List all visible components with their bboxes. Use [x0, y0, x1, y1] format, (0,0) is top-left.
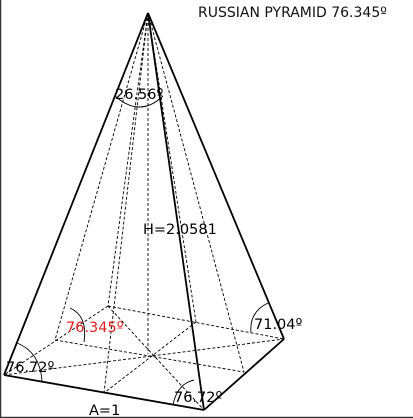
- edge-apex-right: [147, 12, 285, 340]
- apex-angle-label: 26.56º: [115, 87, 164, 103]
- base-midline-1: [54, 339, 245, 373]
- base-inner-angle-label: 76.345º: [66, 320, 124, 336]
- base-diagonal-2: [107, 305, 205, 411]
- left-angle-arc: [16, 342, 43, 382]
- left-angle-label: 76.72º: [6, 360, 55, 376]
- right-angle-arc: [250, 302, 269, 334]
- edge-left-front: [3, 374, 205, 411]
- edge-apex-back-left: [107, 12, 149, 307]
- base-edge-label: A=1: [89, 403, 120, 418]
- midline-apex-front: [103, 12, 149, 394]
- base-midline-2: [103, 321, 197, 394]
- apex-angle-arc: [114, 95, 164, 108]
- edge-apex-front: [147, 12, 205, 411]
- edge-apex-left: [3, 12, 149, 376]
- right-angle-label: 71.04º: [254, 317, 303, 333]
- edge-front-right: [203, 338, 285, 411]
- front-angle-label: 76.72º: [174, 390, 223, 406]
- visible-edges: [3, 12, 285, 411]
- height-label: H=2.0581: [143, 222, 217, 238]
- angle-arcs: [16, 95, 269, 406]
- hidden-edges: [3, 12, 285, 411]
- diagram-title: RUSSIAN PYRAMID 76.345º: [198, 5, 387, 21]
- midline-apex-right: [147, 12, 245, 373]
- midline-apex-left: [54, 12, 149, 341]
- front-angle-arc: [172, 379, 195, 406]
- inner-angle-arc: [69, 307, 86, 343]
- base-diagonal-1: [3, 338, 285, 376]
